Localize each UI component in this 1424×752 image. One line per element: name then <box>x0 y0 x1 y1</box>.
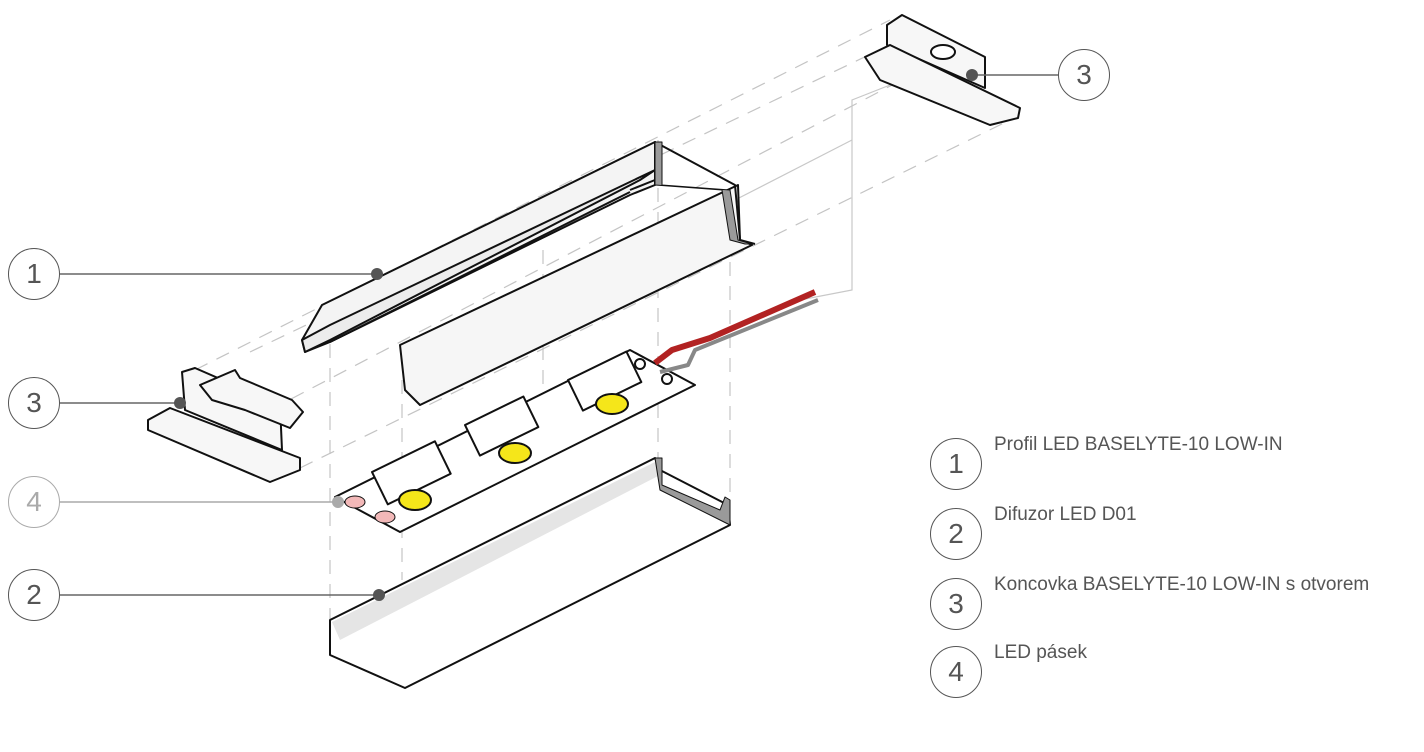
legend-label: Koncovka BASELYTE-10 LOW-IN s otvorem <box>994 574 1370 595</box>
legend-number: 2 <box>930 508 982 560</box>
legend-label: Difuzor LED D01 <box>994 504 1137 525</box>
end-cap-guides <box>734 84 891 301</box>
right-end-cap-part <box>864 14 1021 126</box>
profile-part <box>301 141 756 406</box>
callout-3-right: 3 <box>1058 49 1110 101</box>
legend-label: Profil LED BASELYTE-10 LOW-IN <box>994 434 1283 455</box>
led-chip <box>498 442 532 464</box>
left-end-cap-part <box>147 367 304 483</box>
diffuser-part <box>329 457 731 689</box>
led-chip <box>398 489 432 511</box>
leader-lines <box>60 74 1058 596</box>
leader-dots <box>174 69 978 601</box>
led-chip <box>595 393 629 415</box>
legend-number: 1 <box>930 438 982 490</box>
callout-4: 4 <box>8 476 60 528</box>
legend-number: 3 <box>930 578 982 630</box>
callout-3-left: 3 <box>8 377 60 429</box>
led-strip-part <box>334 289 819 533</box>
callout-2: 2 <box>8 569 60 621</box>
callout-1: 1 <box>8 248 60 300</box>
legend-number: 4 <box>930 646 982 698</box>
legend-label: LED pásek <box>994 642 1087 663</box>
